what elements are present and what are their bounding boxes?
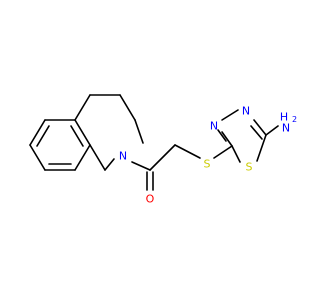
bond bbox=[134, 119, 144, 144]
bond bbox=[36, 125, 50, 147]
atom-label-amine-subscript: 2 bbox=[292, 115, 297, 124]
bond bbox=[29, 119, 46, 146]
bond bbox=[131, 161, 151, 171]
bond-layer bbox=[29, 94, 279, 191]
bond bbox=[174, 144, 201, 159]
bond bbox=[29, 144, 46, 171]
bond bbox=[119, 94, 136, 121]
bond bbox=[104, 158, 115, 171]
atom-label-sulfur-thioether: S bbox=[204, 158, 211, 171]
bond bbox=[221, 131, 233, 147]
bond bbox=[231, 145, 241, 163]
bond bbox=[74, 144, 91, 171]
bond bbox=[149, 144, 176, 171]
bond bbox=[250, 125, 263, 140]
atom-label-amine-nitrogen: N bbox=[282, 122, 290, 135]
atom-label-nitrogen-ring: N bbox=[119, 150, 127, 163]
atom-label-nitrogen-thiadiazole-1: N bbox=[210, 120, 218, 133]
bond bbox=[265, 125, 279, 136]
bond bbox=[213, 145, 233, 159]
bond bbox=[253, 119, 267, 136]
bond bbox=[256, 134, 267, 162]
atom-label-layer: N O S N N S H N 2 bbox=[119, 105, 297, 206]
atom-label-sulfur-thiadiazole: S bbox=[246, 161, 253, 174]
bond bbox=[89, 144, 106, 171]
atom-label-nitrogen-thiadiazole-2: N bbox=[242, 105, 250, 118]
bond bbox=[221, 109, 239, 121]
atom-label-oxygen: O bbox=[146, 193, 155, 206]
molecule-structure: N O S N N S H N 2 bbox=[29, 94, 297, 206]
bond bbox=[217, 129, 227, 142]
atom-label-amine-hydrogen: H bbox=[280, 111, 288, 124]
bond bbox=[70, 125, 84, 147]
bond bbox=[74, 119, 91, 146]
bond bbox=[74, 94, 91, 121]
